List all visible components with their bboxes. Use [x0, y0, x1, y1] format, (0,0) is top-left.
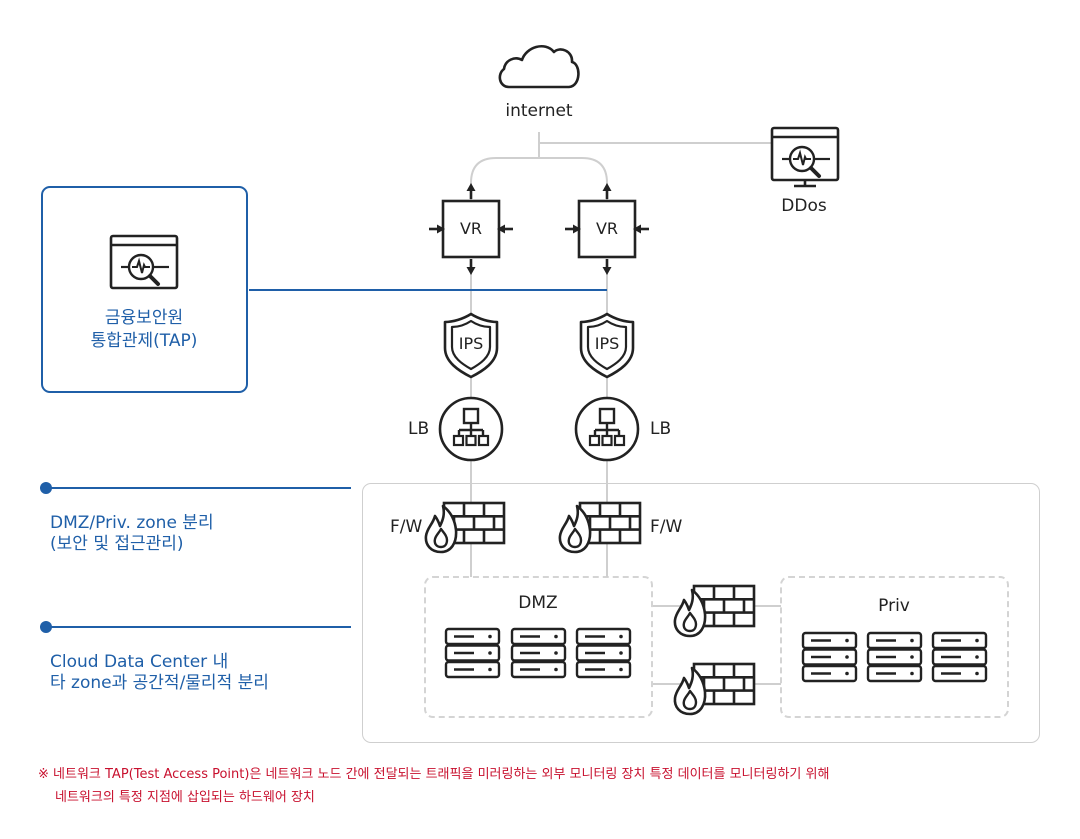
firewall-icon-right: [558, 501, 642, 554]
router-label-right: VR: [595, 219, 619, 238]
dmz-zone-label: DMZ: [518, 593, 558, 613]
server-icon: [931, 631, 988, 683]
legend-zone-separation-line2: (보안 및 접근관리): [50, 534, 184, 554]
router-label-left: VR: [459, 219, 483, 238]
firewall-label-right: F/W: [650, 517, 683, 537]
firewall-label-left: F/W: [390, 517, 423, 537]
tap-box: [41, 186, 248, 393]
lb-label-right: LB: [650, 419, 672, 439]
tap-monitor-icon: [109, 234, 179, 290]
lb-icon-right: [574, 396, 640, 462]
legend-zone-separation-line1: DMZ/Priv. zone 분리: [50, 513, 214, 533]
legend-physical-separation-line1: Cloud Data Center 내: [50, 652, 229, 672]
priv-zone-label: Priv: [878, 596, 910, 616]
ddos-monitor-icon: [770, 126, 840, 188]
firewall-icon-left: [424, 501, 506, 554]
internet-label: internet: [505, 101, 573, 121]
legend-physical-separation-line2: 타 zone과 공간적/물리적 분리: [50, 673, 269, 693]
tap-title-line2: 통합관제(TAP): [90, 331, 198, 351]
firewall-icon-zone-upper: [673, 584, 756, 638]
server-icon: [510, 627, 567, 679]
dmz-servers: [444, 627, 632, 679]
server-icon: [575, 627, 632, 679]
cloud-datacenter-box: [362, 483, 1040, 743]
priv-zone-box: [780, 576, 1009, 718]
connection-lines: [470, 132, 781, 685]
ddos-label: DDos: [781, 196, 827, 216]
footnote-line1: ※ 네트워크 TAP(Test Access Point)은 네트워크 노드 간…: [38, 767, 830, 782]
legend-markers: [40, 482, 351, 633]
lb-label-left: LB: [408, 419, 430, 439]
dmz-zone-box: [424, 576, 653, 718]
ips-label-right: IPS: [594, 334, 620, 353]
footnote-line2: 네트워크의 특정 지점에 삽입되는 하드웨어 장치: [55, 790, 315, 805]
server-icon: [801, 631, 858, 683]
priv-servers: [801, 631, 988, 683]
lb-icon-left: [438, 396, 504, 462]
server-icon: [444, 627, 501, 679]
cloud-icon: [498, 44, 580, 89]
ips-label-left: IPS: [458, 334, 484, 353]
firewall-icon-zone-lower: [673, 662, 756, 716]
tap-title-line1: 금융보안원: [104, 308, 184, 328]
server-icon: [866, 631, 923, 683]
